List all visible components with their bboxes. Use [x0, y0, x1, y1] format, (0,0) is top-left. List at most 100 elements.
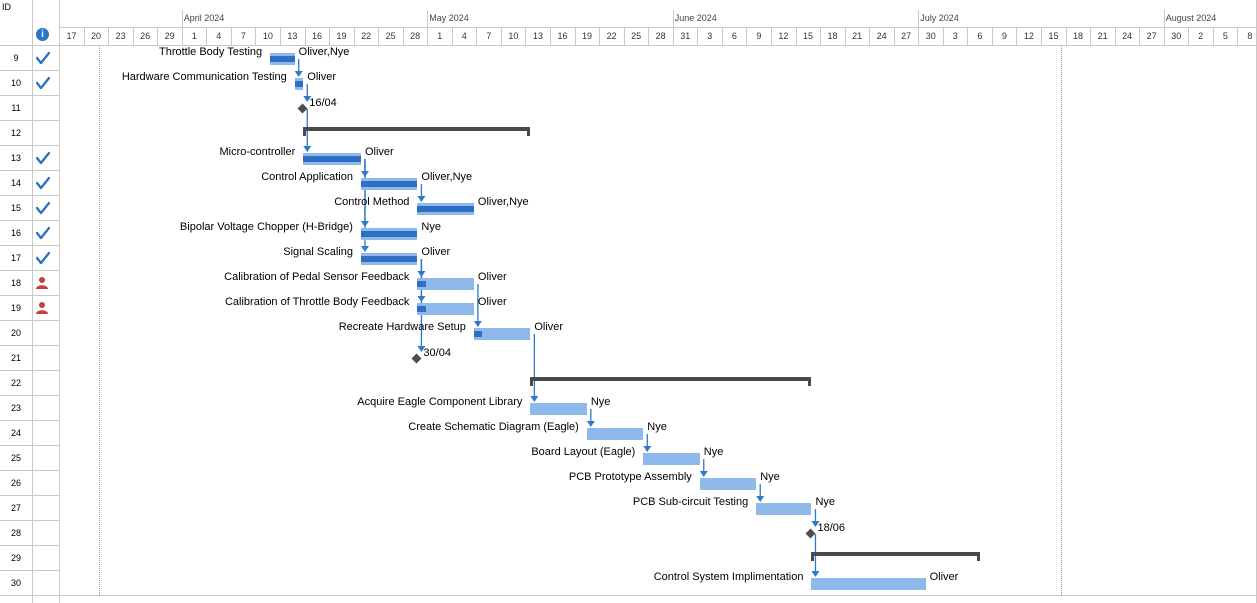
day-label: 6 — [977, 31, 983, 41]
row-divider — [0, 270, 59, 271]
day-label: 13 — [287, 31, 298, 41]
month-label: April 2024 — [183, 13, 225, 23]
task-id: 26 — [10, 478, 21, 488]
task-bar[interactable] — [643, 453, 700, 465]
day-divider — [795, 28, 797, 45]
day-label: 24 — [1122, 31, 1133, 41]
summary-start-cap — [811, 552, 815, 561]
day-label: 30 — [925, 31, 936, 41]
day-label: 20 — [91, 31, 102, 41]
summary-bar[interactable] — [530, 377, 812, 386]
day-divider — [1163, 28, 1165, 45]
task-bar[interactable] — [586, 428, 644, 440]
day-divider — [893, 28, 895, 45]
month-label: June 2024 — [674, 13, 717, 23]
task-name-label: Calibration of Pedal Sensor Feedback — [224, 271, 410, 283]
month-label: August 2024 — [1165, 13, 1217, 23]
project-end-marker-line — [1061, 46, 1062, 595]
row-divider — [0, 170, 59, 171]
day-divider — [1188, 28, 1190, 45]
day-divider — [329, 28, 331, 45]
task-name-label: Hardware Communication Testing — [121, 71, 287, 83]
task-id: 28 — [10, 528, 21, 538]
dependency-arrowhead — [303, 96, 312, 102]
id-column-header: ID — [2, 2, 11, 12]
task-bar[interactable] — [530, 403, 587, 415]
month-row-line — [59, 27, 1257, 28]
task-bar[interactable] — [360, 228, 418, 240]
task-id: 27 — [10, 503, 21, 513]
day-divider — [918, 28, 920, 45]
task-id: 19 — [10, 303, 21, 313]
task-bar[interactable] — [699, 478, 757, 490]
day-divider — [132, 28, 134, 45]
month-divider — [427, 10, 429, 27]
task-bar[interactable] — [294, 78, 304, 90]
dependency-arrowhead — [756, 496, 765, 502]
task-progress-fill — [303, 156, 361, 162]
day-divider — [230, 28, 232, 45]
task-name-label: PCB Sub-circuit Testing — [632, 496, 749, 508]
day-label: 9 — [1001, 31, 1007, 41]
day-divider — [844, 28, 846, 45]
id-column-divider — [32, 0, 33, 603]
checkmark-icon — [35, 201, 51, 215]
task-bar[interactable] — [270, 53, 295, 65]
day-divider — [623, 28, 625, 45]
today-marker-line — [99, 46, 100, 595]
task-bar[interactable] — [811, 578, 926, 590]
resource-label: Nye — [647, 421, 667, 433]
day-label: 15 — [1048, 31, 1059, 41]
task-name-label: Throttle Body Testing — [159, 46, 263, 58]
day-label: 23 — [115, 31, 126, 41]
task-bar[interactable] — [756, 503, 812, 515]
day-divider — [157, 28, 159, 45]
summary-bar[interactable] — [303, 127, 531, 136]
day-divider — [1114, 28, 1116, 45]
day-label: 27 — [901, 31, 912, 41]
task-id: 14 — [10, 178, 21, 188]
day-label: 21 — [1097, 31, 1108, 41]
milestone-date-label: 16/04 — [309, 97, 337, 109]
task-bar[interactable] — [360, 253, 418, 265]
task-id: 16 — [10, 228, 21, 238]
task-bar[interactable] — [303, 153, 361, 165]
task-bar[interactable] — [417, 203, 474, 215]
day-divider — [599, 28, 601, 45]
resource-label: Nye — [590, 396, 611, 408]
resource-label: Oliver — [477, 296, 507, 308]
day-divider — [402, 28, 404, 45]
task-id: 21 — [10, 353, 21, 363]
task-id: 20 — [10, 328, 21, 338]
day-divider — [525, 28, 527, 45]
task-id: 11 — [11, 103, 21, 113]
summary-bar[interactable] — [811, 552, 980, 561]
resource-label: Oliver — [477, 271, 507, 283]
info-icon[interactable]: i — [36, 28, 49, 41]
people-icon[interactable] — [35, 276, 49, 290]
task-bar[interactable] — [417, 278, 474, 290]
task-id: 9 — [13, 53, 19, 63]
task-id: 15 — [10, 203, 21, 213]
day-label: 12 — [1023, 31, 1034, 41]
row-divider — [0, 470, 59, 471]
task-bar[interactable] — [417, 303, 474, 315]
dependency-arrowhead — [294, 71, 303, 77]
people-icon[interactable] — [35, 301, 49, 315]
day-label: 8 — [1247, 31, 1253, 41]
task-id: 30 — [10, 578, 21, 588]
day-label: 1 — [191, 31, 197, 41]
task-bar[interactable] — [473, 328, 531, 340]
task-name-label: Control System Implimentation — [653, 571, 804, 583]
dependency-arrowhead — [586, 421, 595, 427]
day-label: 12 — [778, 31, 789, 41]
task-name-label: Acquire Eagle Component Library — [357, 396, 523, 408]
task-bar[interactable] — [360, 178, 418, 190]
resource-label: Oliver — [307, 71, 336, 83]
task-name-label: Board Layout (Eagle) — [531, 446, 636, 458]
day-divider — [181, 28, 183, 45]
day-label: 25 — [631, 31, 642, 41]
day-label: 6 — [731, 31, 737, 41]
